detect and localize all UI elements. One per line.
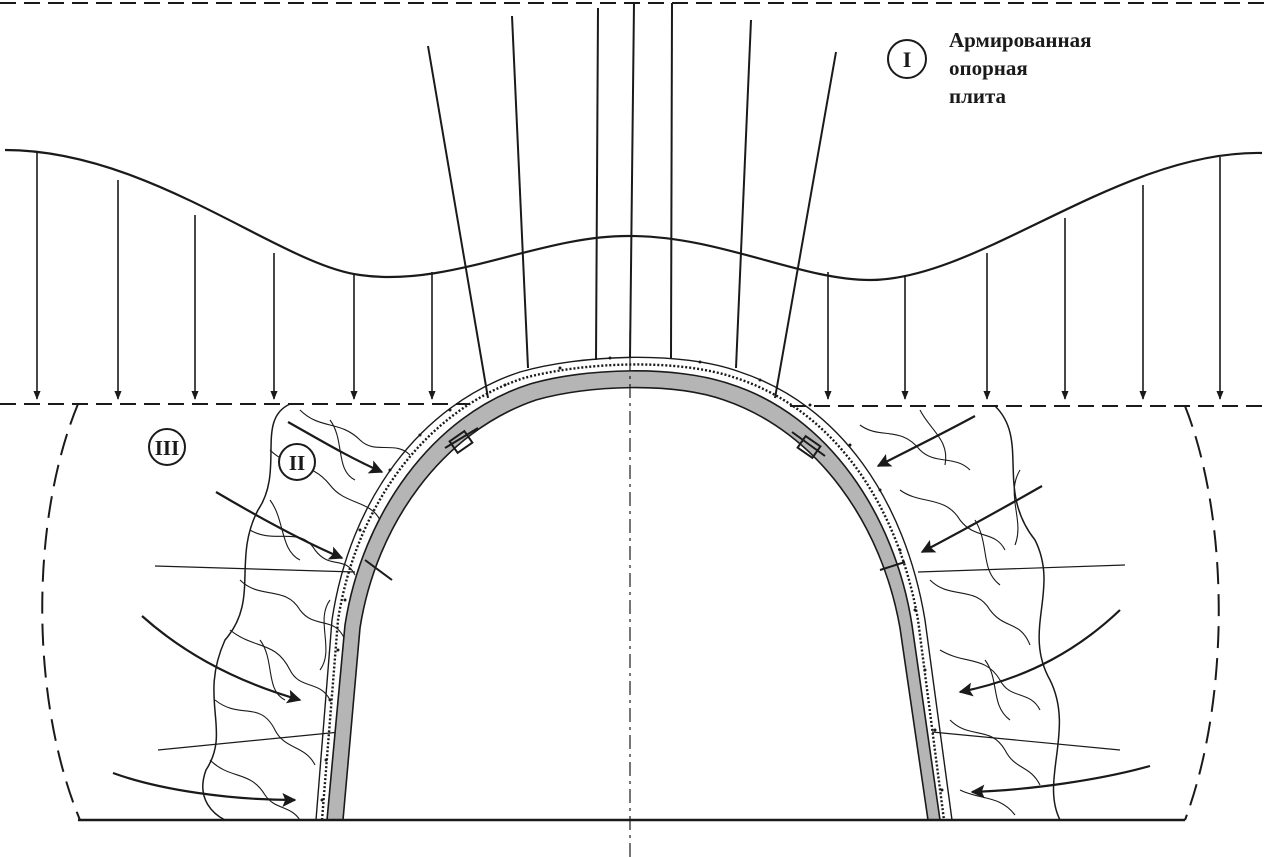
pressure-arrow [970, 764, 1151, 799]
legend-zone-one-label: I [903, 47, 912, 72]
legend-text: Армированная опорная плита [949, 26, 1092, 110]
zone-three-left-boundary [41, 403, 81, 821]
zone-three-circle [148, 428, 186, 466]
zone-two-marker: II [278, 443, 316, 481]
outer-shotcrete-layer [315, 356, 953, 821]
support-arch-lining [326, 370, 941, 821]
load-curve [4, 148, 1263, 282]
construction-line [917, 564, 1126, 573]
anchor-rods [427, 2, 837, 399]
right-pressure-arrows [876, 415, 1151, 799]
anchor-rod [774, 51, 837, 399]
shotcrete-aggregate [320, 356, 944, 802]
anchor-rod [629, 2, 635, 359]
pressure-arrow [112, 771, 297, 807]
pressure-arrow [958, 609, 1121, 697]
legend-line-2: опорная [949, 56, 1028, 80]
zone-two-label: II [289, 451, 305, 475]
pressure-arrow [876, 415, 976, 467]
pressure-arrow [215, 491, 344, 560]
zone-three-label: III [155, 436, 180, 460]
zone-two-right-boundary [994, 405, 1061, 821]
legend-line-3: плита [949, 84, 1007, 108]
pressure-arrow [920, 485, 1043, 553]
anchor-rod [735, 19, 752, 369]
legend-line-1: Армированная [949, 28, 1092, 52]
load-arrows [33, 151, 1224, 400]
anchor-rod [511, 15, 529, 369]
zone-three-right-boundary [1184, 405, 1220, 821]
zone-three-marker: III [148, 428, 186, 466]
connector-clamp [364, 559, 393, 581]
construction-line [157, 731, 341, 751]
connector-clamp [444, 427, 479, 455]
pressure-arrow [141, 615, 302, 704]
zone-two-circle [278, 443, 316, 481]
outer-shotcrete-hatch [320, 363, 946, 821]
zone-two-left-boundary [202, 403, 291, 821]
left-pressure-arrows [112, 421, 384, 807]
anchor-rod [427, 45, 489, 399]
connector-clamp [879, 561, 906, 571]
construction-lines [154, 564, 1126, 751]
connector-clamp [791, 431, 826, 460]
legend-zone-one-marker: I [887, 39, 927, 79]
anchor-rod [595, 7, 599, 361]
construction-line [154, 565, 356, 573]
construction-line [931, 731, 1121, 751]
arch-connectors [364, 427, 906, 581]
anchor-rod [670, 2, 673, 359]
pressure-arrow [287, 421, 384, 474]
